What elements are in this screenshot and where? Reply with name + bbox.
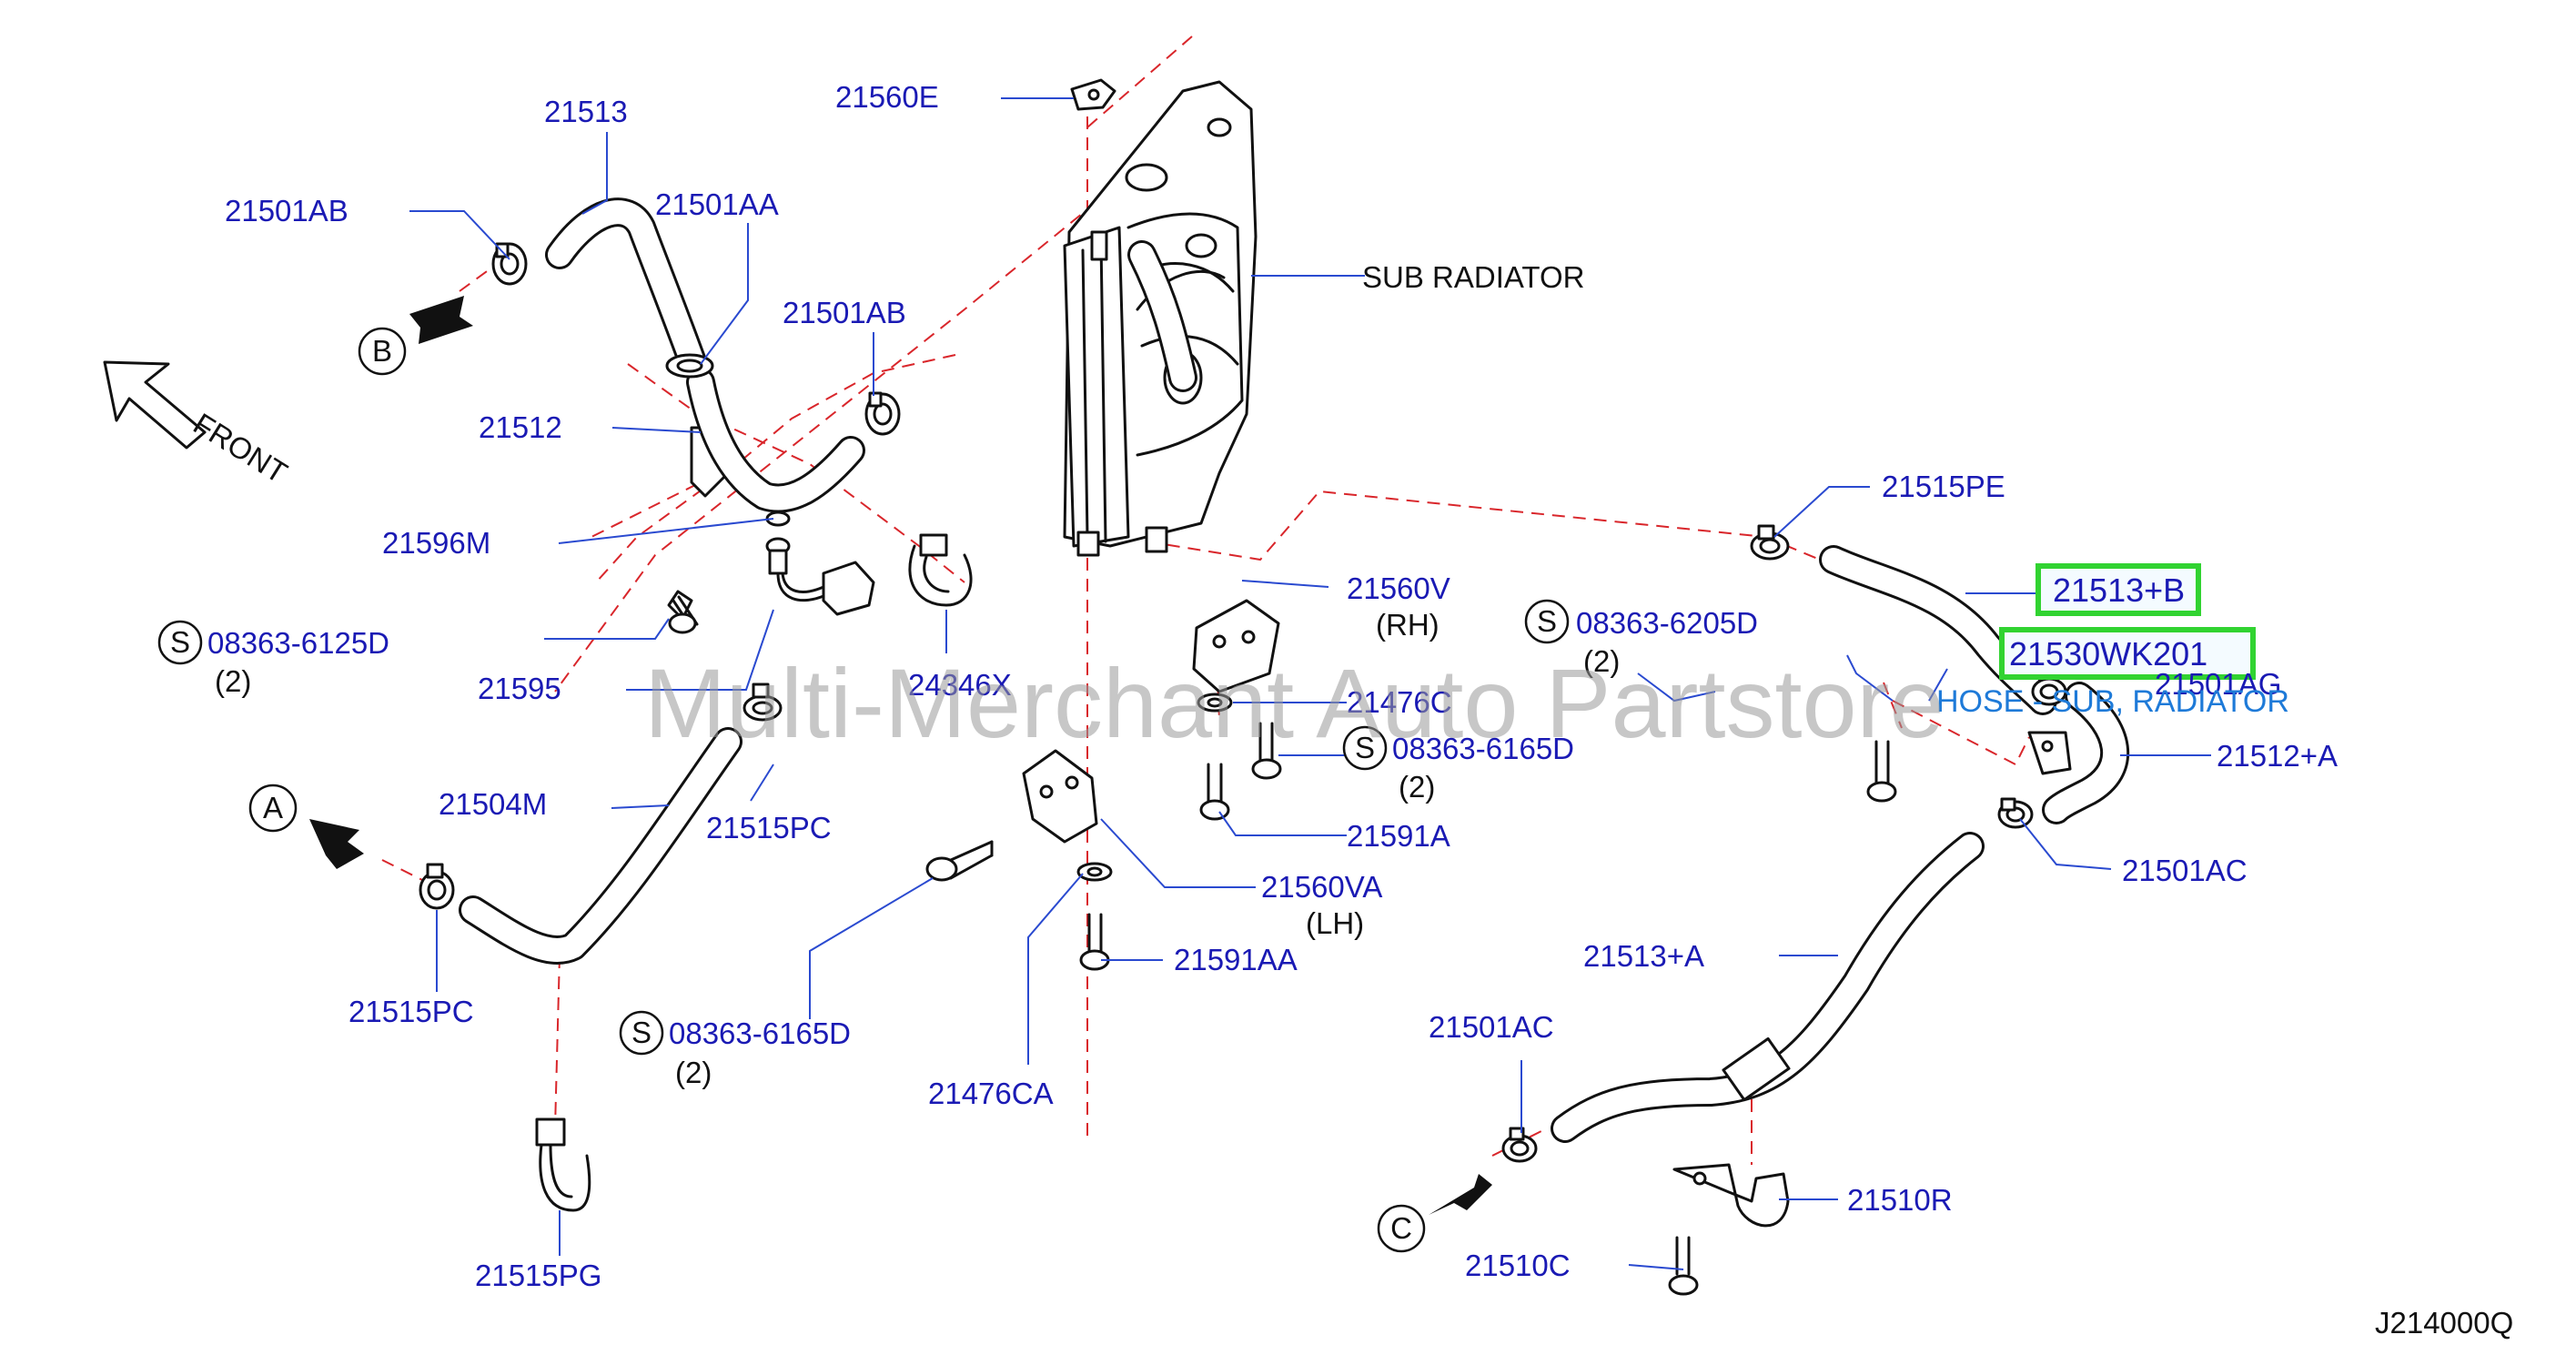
sub-radiator <box>1063 80 1258 557</box>
label-bolt-08363-6165d-mid[interactable]: 08363-6165D <box>1392 732 1574 765</box>
sensor-21595 <box>765 537 875 616</box>
leader-lines <box>409 97 2211 1270</box>
label-21596m[interactable]: 21596M <box>382 526 490 560</box>
label-21512a[interactable]: 21512+A <box>2217 739 2338 773</box>
bracket-21510r <box>1672 1163 1790 1228</box>
marker-s-3: S <box>1342 725 1388 771</box>
arrow-b <box>409 296 473 344</box>
watermark: Multi-Merchant Auto Partstore <box>644 648 1945 758</box>
label-21501aa[interactable]: 21501AA <box>655 187 779 221</box>
label-bolt-08363-6125d[interactable]: 08363-6125D <box>207 626 389 660</box>
hose-21504m <box>459 727 742 965</box>
label-rh: (RH) <box>1376 608 1440 642</box>
labels: 21560E 21513 21501AB 21501AA 21501AB 215… <box>187 80 2513 1340</box>
label-bolt-qty-3: (2) <box>1399 770 1435 804</box>
marker-s-2: S <box>1524 599 1570 644</box>
label-21595[interactable]: 21595 <box>478 672 561 705</box>
bolt-08363-6125d <box>667 590 699 634</box>
label-21501ab-a[interactable]: 21501AB <box>225 194 349 228</box>
arrow-c <box>1429 1174 1492 1215</box>
hose-21512 <box>686 368 865 513</box>
label-21515pc-upper[interactable]: 21515PC <box>706 811 832 844</box>
bracket-21560va <box>1022 749 1098 844</box>
marker-b: B <box>358 327 407 376</box>
highlight-box-21513b <box>2036 563 2201 616</box>
washer-21476ca <box>1076 862 1113 882</box>
label-21501ac-a[interactable]: 21501AC <box>2122 854 2248 887</box>
label-bolt-qty-2: (2) <box>1583 644 1620 678</box>
label-21515pc-lower[interactable]: 21515PC <box>349 995 474 1028</box>
label-bolt-08363-6205d[interactable]: 08363-6205D <box>1576 606 1758 640</box>
marker-c: C <box>1377 1204 1426 1253</box>
front-arrow <box>103 360 207 450</box>
label-bolt-08363-6165d-left[interactable]: 08363-6165D <box>669 1016 851 1050</box>
label-bolt-qty-1: (2) <box>215 664 251 698</box>
clamp-21515pe <box>1750 524 1790 561</box>
label-21560e[interactable]: 21560E <box>835 80 939 114</box>
label-21560v[interactable]: 21560V <box>1347 571 1450 605</box>
hose-21513 <box>545 197 706 374</box>
clamp-21501ab-a <box>491 242 528 286</box>
washer-21476c <box>1197 693 1233 713</box>
label-21476ca[interactable]: 21476CA <box>928 1077 1054 1110</box>
clamp-21501ac-a <box>1997 797 2034 829</box>
label-21510r[interactable]: 21510R <box>1847 1183 1953 1217</box>
hose-21512a <box>2042 682 2130 824</box>
svg-text:S: S <box>170 625 190 659</box>
arrow-a <box>309 819 364 869</box>
label-21510c[interactable]: 21510C <box>1465 1249 1571 1282</box>
clamp-21515pc-lower <box>419 863 455 910</box>
svg-text:S: S <box>631 1016 652 1049</box>
svg-text:S: S <box>1537 604 1557 638</box>
label-21504m[interactable]: 21504M <box>439 787 547 821</box>
label-bolt-qty-4: (2) <box>675 1056 712 1089</box>
svg-text:C: C <box>1390 1211 1412 1245</box>
bracket-21560v <box>1192 599 1280 693</box>
label-21512[interactable]: 21512 <box>479 410 562 444</box>
bolt-08363-6165d-mid <box>1251 722 1282 780</box>
clamp-21515pg <box>535 1117 591 1212</box>
label-21591aa[interactable]: 21591AA <box>1174 943 1298 976</box>
label-21513[interactable]: 21513 <box>544 95 628 128</box>
svg-text:B: B <box>372 334 392 368</box>
label-21501ab-b[interactable]: 21501AB <box>783 296 906 329</box>
clip-24346x <box>908 533 973 607</box>
label-21591a[interactable]: 21591A <box>1347 819 1450 853</box>
bracket-21512a <box>2027 731 2072 775</box>
label-21476c[interactable]: 21476C <box>1347 685 1452 719</box>
label-21513b[interactable]: 21513+B <box>2053 571 2185 609</box>
label-hose-sub-radiator: HOSE - SUB, RADIATOR <box>1936 684 2289 719</box>
bracket-21560e <box>1070 78 1116 111</box>
label-21513a[interactable]: 21513+A <box>1583 939 1704 973</box>
bolt-08363-6165d-left <box>925 840 994 882</box>
label-21515pg[interactable]: 21515PG <box>475 1259 601 1292</box>
clamp-21515pc-upper <box>742 683 783 722</box>
marker-a: A <box>248 784 298 833</box>
label-21530wk201[interactable]: 21530WK201 <box>2009 635 2207 672</box>
hose-21513b <box>1819 545 2057 715</box>
clamp-21501ab-b <box>864 391 901 436</box>
label-21515pe[interactable]: 21515PE <box>1882 470 2005 503</box>
label-sub-radiator: SUB RADIATOR <box>1362 260 1585 294</box>
label-24346x[interactable]: 24346X <box>908 668 1012 702</box>
svg-text:S: S <box>1355 731 1375 764</box>
marker-s-1: S <box>157 620 203 665</box>
svg-text:A: A <box>263 791 283 824</box>
label-diagram-code: J214000Q <box>2375 1306 2513 1340</box>
label-lh: (LH) <box>1306 906 1364 940</box>
label-21501ac-b[interactable]: 21501AC <box>1429 1010 1554 1044</box>
label-21560va[interactable]: 21560VA <box>1261 870 1382 904</box>
bolt-21510c <box>1668 1236 1699 1296</box>
label-front: FRONT <box>187 407 293 490</box>
hose-21513a <box>1551 832 1985 1143</box>
highlight-box-21530wk201 <box>1999 627 2256 680</box>
bolt-21591a <box>1199 763 1230 821</box>
clamp-21501aa <box>665 353 714 379</box>
bolt-08363-6205d <box>1866 740 1897 803</box>
label-21501ag[interactable]: 21501AG <box>2155 667 2281 701</box>
marker-s-4: S <box>619 1010 664 1056</box>
clamp-21501ac-b <box>1501 1127 1538 1163</box>
